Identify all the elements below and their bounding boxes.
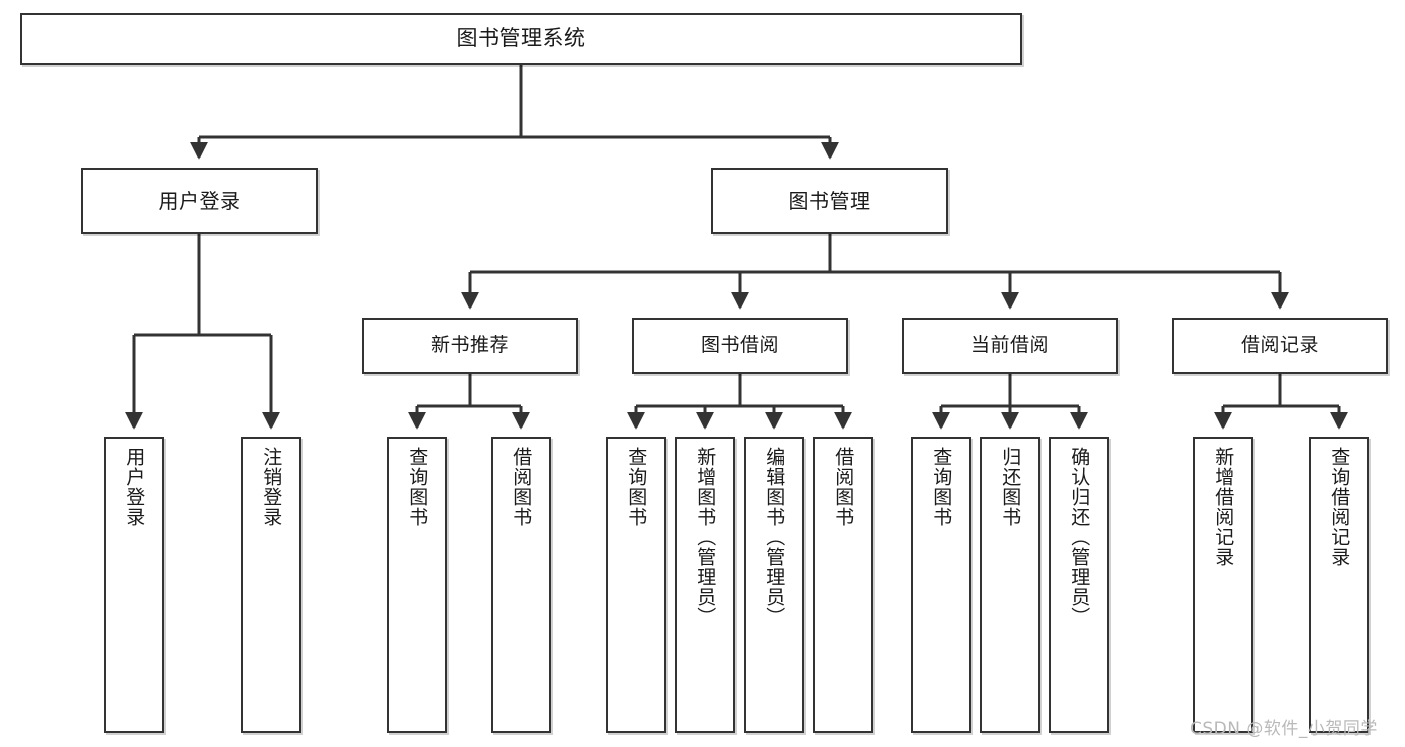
node-root-system[interactable]: 图书管理系统 bbox=[20, 13, 1022, 65]
leaf-book-borrow-borrow-book[interactable]: 借阅图书 bbox=[813, 437, 873, 733]
node-label: 查询图书 bbox=[930, 447, 953, 527]
node-label: 新书推荐 bbox=[430, 334, 509, 357]
node-label: 借阅图书 bbox=[510, 447, 533, 527]
node-label: 新增图书（管理员） bbox=[694, 447, 717, 627]
node-book-management[interactable]: 图书管理 bbox=[711, 168, 948, 234]
leaf-borrow-record-add-record[interactable]: 新增借阅记录 bbox=[1193, 437, 1253, 733]
node-label: 查询借阅记录 bbox=[1328, 447, 1351, 567]
node-new-book-recommend[interactable]: 新书推荐 bbox=[362, 318, 578, 374]
leaf-current-borrow-query-book[interactable]: 查询图书 bbox=[911, 437, 971, 733]
leaf-user-login-logout[interactable]: 注销登录 bbox=[241, 437, 301, 733]
leaf-current-borrow-return-book[interactable]: 归还图书 bbox=[980, 437, 1040, 733]
node-label: 图书管理系统 bbox=[456, 26, 586, 51]
node-label: 用户登录 bbox=[123, 447, 146, 527]
leaf-user-login-login[interactable]: 用户登录 bbox=[104, 437, 164, 733]
csdn-watermark: CSDN @软件_小贺同学 bbox=[1190, 719, 1378, 739]
node-label: 新增借阅记录 bbox=[1212, 447, 1235, 567]
leaf-book-borrow-query-book[interactable]: 查询图书 bbox=[606, 437, 666, 733]
node-label: 图书借阅 bbox=[700, 334, 779, 357]
node-book-borrow[interactable]: 图书借阅 bbox=[632, 318, 848, 374]
node-current-borrow[interactable]: 当前借阅 bbox=[902, 318, 1118, 374]
leaf-book-borrow-add-book-admin[interactable]: 新增图书（管理员） bbox=[675, 437, 735, 733]
node-label: 注销登录 bbox=[260, 447, 283, 527]
node-label: 编辑图书（管理员） bbox=[763, 447, 786, 627]
node-label: 用户登录 bbox=[158, 188, 241, 213]
node-label: 借阅图书 bbox=[832, 447, 855, 527]
node-user-login[interactable]: 用户登录 bbox=[81, 168, 318, 234]
node-borrow-record[interactable]: 借阅记录 bbox=[1172, 318, 1388, 374]
node-label: 查询图书 bbox=[406, 447, 429, 527]
leaf-new-book-borrow-book[interactable]: 借阅图书 bbox=[491, 437, 551, 733]
node-label: 借阅记录 bbox=[1240, 334, 1319, 357]
leaf-borrow-record-query-record[interactable]: 查询借阅记录 bbox=[1309, 437, 1369, 733]
node-label: 当前借阅 bbox=[970, 334, 1049, 357]
node-label: 归还图书 bbox=[999, 447, 1022, 527]
node-label: 查询图书 bbox=[625, 447, 648, 527]
leaf-new-book-query-book[interactable]: 查询图书 bbox=[387, 437, 447, 733]
leaf-book-borrow-edit-book-admin[interactable]: 编辑图书（管理员） bbox=[744, 437, 804, 733]
leaf-current-borrow-confirm-return-admin[interactable]: 确认归还（管理员） bbox=[1049, 437, 1109, 733]
node-label: 确认归还（管理员） bbox=[1068, 447, 1091, 627]
node-label: 图书管理 bbox=[788, 188, 871, 213]
